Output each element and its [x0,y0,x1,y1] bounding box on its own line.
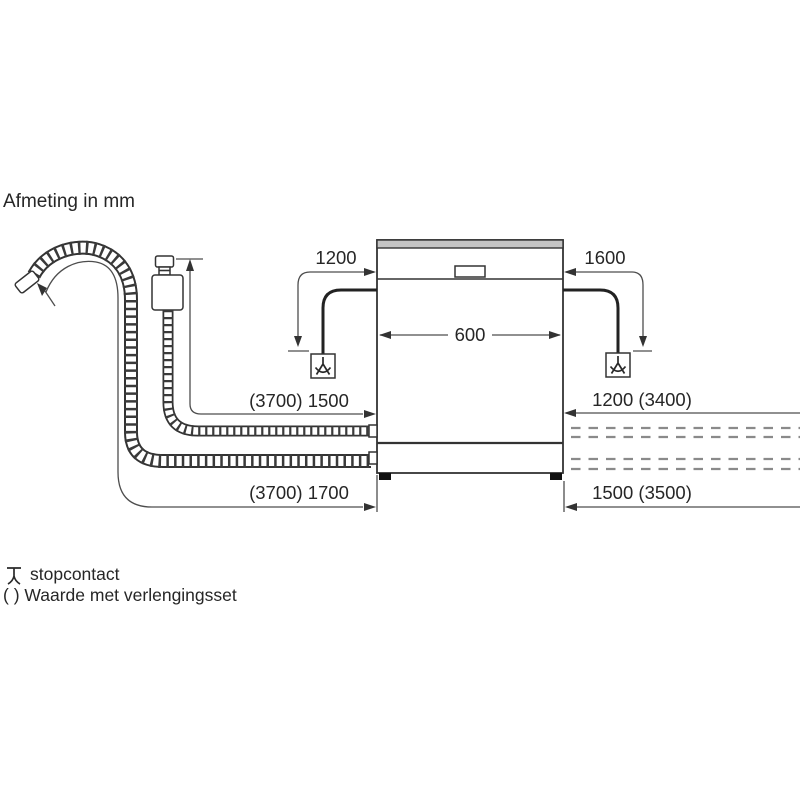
socket-icon [314,357,332,375]
dishwasher [368,239,564,480]
arrowhead-down [639,336,647,347]
dim-label-rear-drain: 1500 (3500) [592,482,692,503]
supply-hose-connector [368,424,378,438]
socket-icon [609,356,627,374]
left-power-cable [321,288,377,354]
dim-width-600: 600 [379,324,561,345]
right-power-cable [563,288,620,353]
dim-label-1600: 1600 [584,247,625,268]
valve-body [151,274,184,311]
valve-cap [154,255,175,268]
legend: stopcontact ( ) Waarde met verlengingsse… [3,564,237,605]
drain-hose-end-cap [14,270,40,294]
arrowhead-left [564,268,576,276]
dim-left-cord: 1200 [288,247,376,352]
arrowhead-left [565,503,577,511]
dim-label-drain: (3700) 1700 [249,482,349,503]
arrowhead-down [294,336,302,347]
arrowhead-right [364,410,376,418]
worktop-edge [376,239,564,249]
left-foot [379,473,391,480]
drain-hose-fitting [14,270,40,294]
dim-label-1200: 1200 [315,247,356,268]
supply-hose-outline [162,310,371,437]
right-foot [550,473,562,480]
right-socket [605,352,631,378]
dim-label-rear-supply: 1200 (3400) [592,389,692,410]
dim-label-supply: (3700) 1500 [249,390,349,411]
arrowhead-to-fitting [37,283,47,296]
drain-hose-connector [368,451,378,465]
left-socket [310,353,336,379]
arrowhead-right [364,503,376,511]
dim-label-600: 600 [455,324,486,345]
dim-rear-supply: 1200 (3400) [564,389,800,417]
dim-rear-drain: 1500 (3500) [565,482,800,511]
supply-hose [162,310,371,437]
supply-hose-ribs [162,310,371,437]
dim-drain-hose: (3700) 1700 [37,260,376,511]
dim-right-cord: 1600 [564,247,652,352]
rear-hose-dashed-lines [571,426,800,471]
arrowhead-right [549,331,561,339]
legend-extension-label: ( ) Waarde met verlengingsset [3,585,237,605]
supply-hose-fill [164,310,371,435]
arrowhead-up [186,259,194,271]
socket-icon [7,567,21,585]
supply-valve [151,255,203,311]
door-handle [454,265,486,278]
drain-hose [14,240,371,468]
arrowhead-left [379,331,391,339]
drain-hose-ribs [27,240,371,468]
diagram-title: Afmeting in mm [3,191,135,212]
dim-supply-hose: (3700) 1500 [186,259,376,418]
arrowhead-left [564,409,576,417]
arrowhead-right [364,268,376,276]
legend-socket-label: stopcontact [30,564,120,584]
